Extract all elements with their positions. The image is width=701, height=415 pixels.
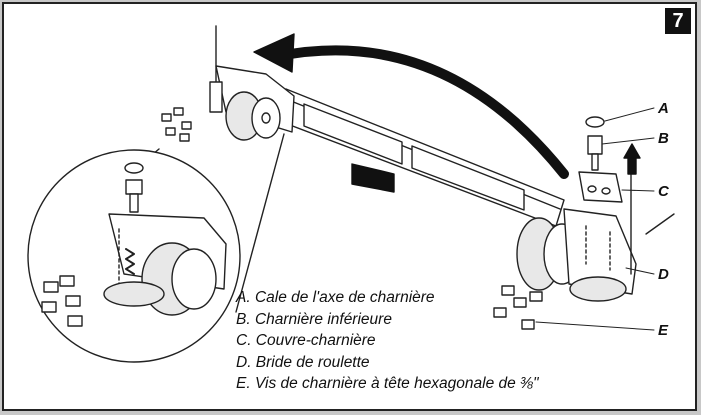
callout-letter-b: B — [658, 130, 669, 147]
legend-item-a: A. Cale de l'axe de charnière — [236, 289, 435, 306]
hinge-reversal-diagram — [27, 25, 675, 363]
small-screws-left — [161, 107, 192, 142]
diagram-frame: 7 A B C D E A. Cale de l'axe de charnièr… — [2, 2, 697, 411]
callout-letter-e: E — [658, 322, 669, 339]
shim-A — [585, 116, 605, 128]
door-bottom-frame — [281, 88, 565, 227]
callout-letter-d: D — [658, 266, 669, 283]
callout-letter-c: C — [658, 183, 669, 200]
right-hinge-assembly — [493, 116, 675, 330]
screws-magnified — [41, 275, 83, 327]
legend-item-d: D. Bride de roulette — [236, 353, 370, 371]
legend-item-c: C. Couvre-charnière — [236, 332, 376, 349]
hinge-pin-B — [587, 135, 603, 171]
screws-E-right — [493, 285, 543, 330]
step-number-badge: 7 — [665, 8, 691, 34]
top-left-hinge — [161, 25, 295, 142]
callout-leaders — [535, 107, 655, 331]
legend-item-b: B. Charnière inférieure — [236, 310, 392, 328]
up-arrow — [623, 143, 641, 175]
magnified-hinge-detail — [27, 149, 241, 363]
callout-letter-a: A — [658, 100, 669, 117]
rotation-arrow — [253, 33, 569, 179]
legend-item-e: E. Vis de charnière à tête hexagonale de… — [236, 375, 539, 392]
parts-legend: A. Cale de l'axe de charnière B. Charniè… — [236, 287, 539, 395]
